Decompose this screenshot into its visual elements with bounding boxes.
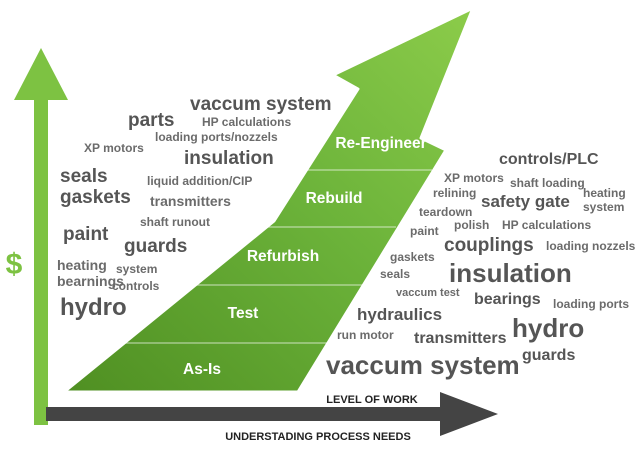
word-bearnings: system xyxy=(116,262,158,276)
word-xp-motors: XP motors xyxy=(444,171,504,185)
word-loading-nozzels: loading nozzels xyxy=(546,239,636,253)
word-couplings: couplings xyxy=(444,235,534,256)
word-shaft-loading: shaft loading xyxy=(510,176,585,190)
word-polish: polish xyxy=(454,218,490,232)
word-insulation: insulation xyxy=(184,148,274,169)
stage-label: As-Is xyxy=(183,361,221,378)
stage-dividers xyxy=(118,169,432,344)
word-paint: paint xyxy=(410,224,439,238)
word-loading-ports-nozzels: loading ports/nozzels xyxy=(155,130,278,144)
x-axis-label-bottom: UNDERSTADING PROCESS NEEDS xyxy=(225,431,411,443)
word-hp-calculations: HP calculations xyxy=(502,218,592,232)
word-relining: relining xyxy=(433,186,477,200)
x-axis-arrow xyxy=(46,392,498,436)
word-guards: guards xyxy=(522,347,576,364)
word-liquid-addition: liquid addition/CIP xyxy=(147,174,253,188)
word-hydro: hydro xyxy=(60,294,127,321)
word-transmitters: transmitters xyxy=(150,193,231,209)
word-xp-motors: XP motors xyxy=(84,141,144,155)
dollar-symbol: $ xyxy=(6,248,23,281)
word-heating: heating xyxy=(57,257,107,273)
word-heating: heating xyxy=(583,186,626,200)
word-hydro: hydro xyxy=(512,313,585,343)
stage-label: Refurbish xyxy=(247,248,319,265)
word-parts: parts xyxy=(128,110,175,131)
word-transmitters: transmitters xyxy=(414,330,507,347)
word-gaskets: gaskets xyxy=(390,250,435,264)
word-paint: paint xyxy=(63,224,109,245)
word-gaskets: gaskets xyxy=(60,187,131,208)
stage-label: Rebuild xyxy=(306,190,363,207)
word-hp-calculations: HP calculations xyxy=(202,115,292,129)
word-safety-gate: safety gate xyxy=(481,192,570,211)
word-controls-plc: controls/PLC xyxy=(499,151,599,168)
word-vaccum-system: vaccum system xyxy=(190,94,332,115)
stage-label: Re-Engineer xyxy=(335,135,426,152)
y-axis-arrow xyxy=(14,48,68,425)
word-seals: seals xyxy=(60,166,108,187)
word-run-motor: run motor xyxy=(337,328,394,342)
word-controls: controls xyxy=(112,279,160,293)
word-system: system xyxy=(583,200,625,214)
word-seals: seals xyxy=(380,267,411,281)
word-shaft-runout: shaft runout xyxy=(140,215,210,229)
word-vaccum-test: vaccum test xyxy=(396,287,460,299)
word-guards: guards xyxy=(124,236,188,257)
word-insulation: insulation xyxy=(449,258,572,288)
x-axis-label-top: LEVEL OF WORK xyxy=(326,394,418,406)
growth-arrow xyxy=(62,6,475,394)
word-loading-ports: loading ports xyxy=(553,297,629,311)
word-system: bearnings xyxy=(57,273,124,289)
word-hydraulics: hydraulics xyxy=(357,305,443,324)
stage-label: Test xyxy=(228,305,259,322)
word-vaccum-system: vaccum system xyxy=(326,350,520,380)
word-bearings: bearings xyxy=(474,291,541,308)
word-teardown: teardown xyxy=(419,205,473,219)
